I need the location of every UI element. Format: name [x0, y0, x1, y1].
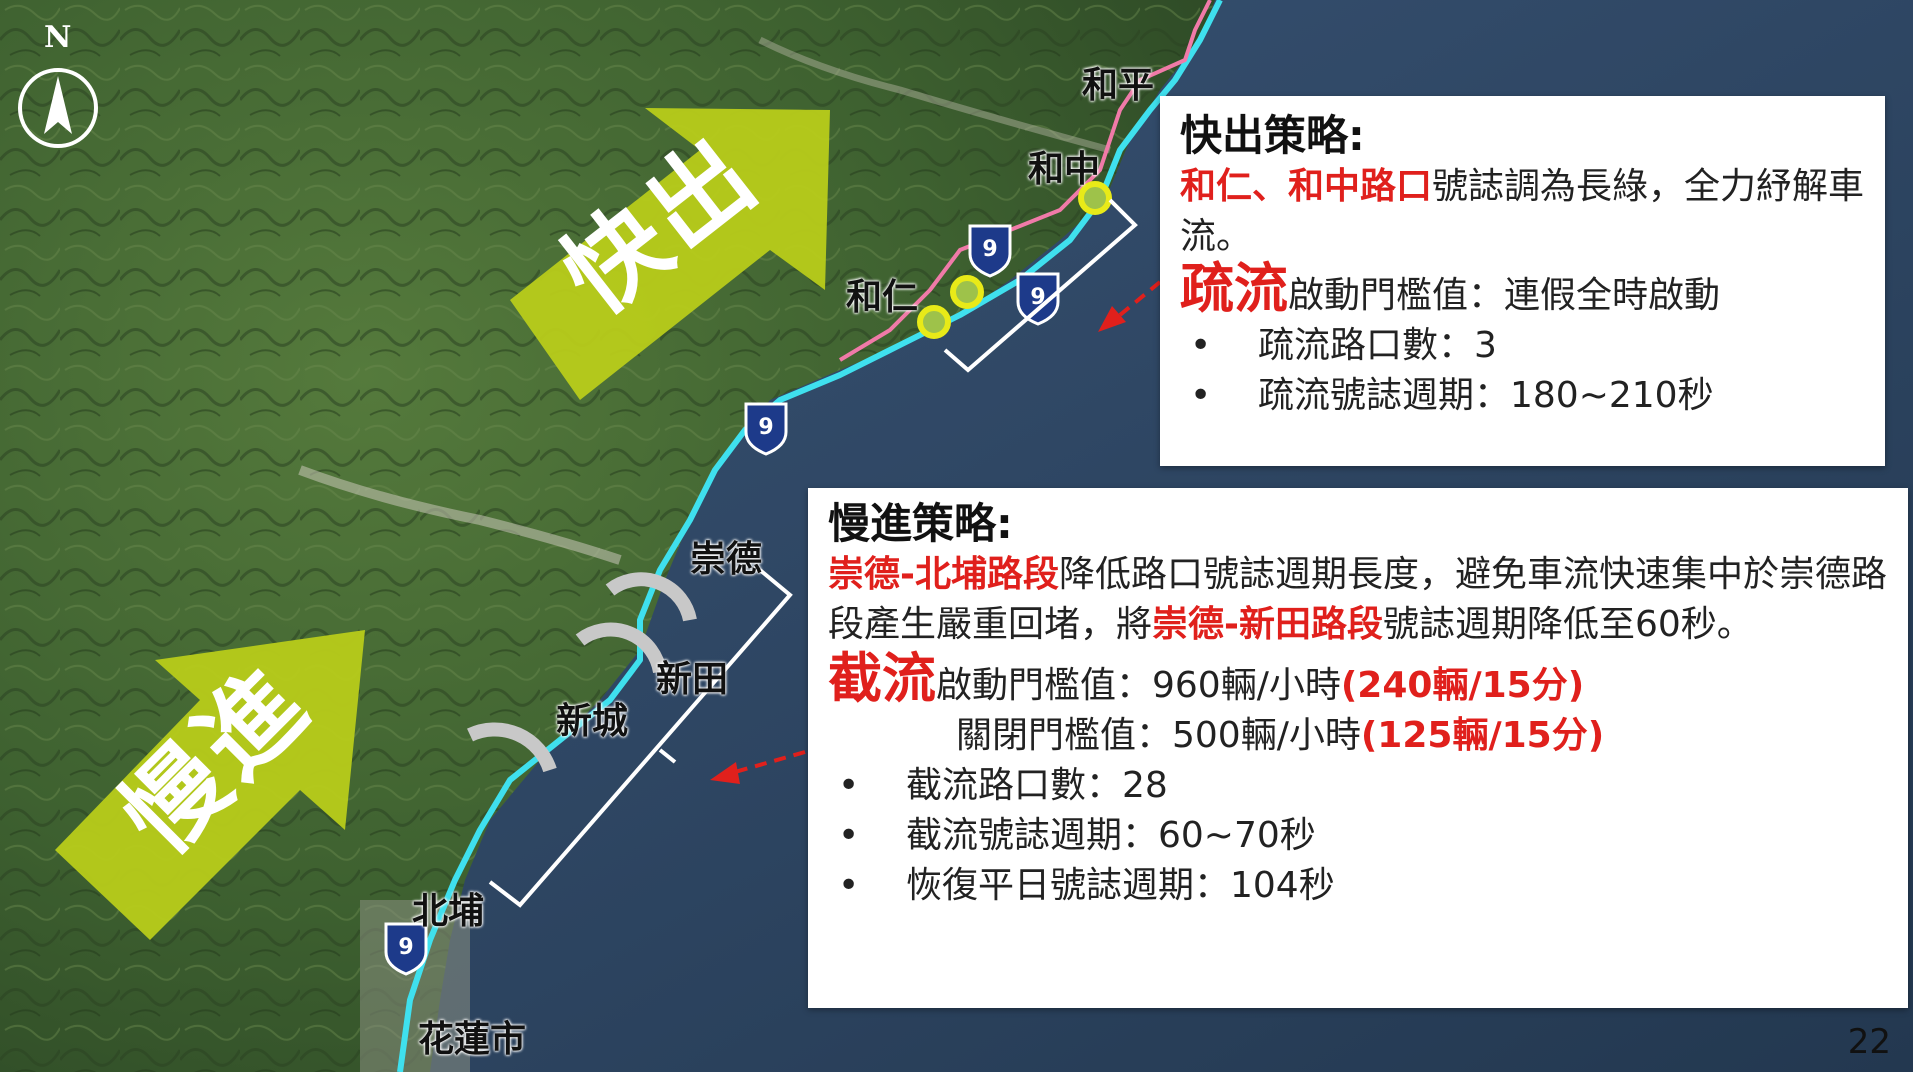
signal-junction-heren-2 — [917, 305, 951, 339]
signal-junction-hezhong — [1078, 181, 1112, 215]
bracket-tick — [658, 748, 677, 764]
signal-junction-heren-1 — [950, 275, 984, 309]
coastal-highway-route — [397, 0, 1223, 1072]
compass-north-label: N — [44, 20, 72, 55]
svg-text:9: 9 — [398, 935, 413, 960]
highway-shield-icon: 9 — [384, 922, 428, 976]
highway-shield-icon: 9 — [968, 224, 1012, 278]
terrain-texture — [0, 0, 1215, 1072]
place-label-heren: 和仁 — [846, 277, 919, 318]
place-label-hezhong: 和中 — [1028, 149, 1101, 190]
place-label-beipu: 北埔 — [412, 891, 485, 932]
dispersal-label: 疏流 — [1180, 257, 1288, 320]
slow-close-threshold-line: 關閉門檻值：500輛/小時(125輛/15分) — [828, 711, 1888, 761]
river-bed — [298, 465, 622, 565]
place-label-xincheng: 新城 — [556, 701, 629, 742]
svg-text:9: 9 — [982, 237, 997, 262]
fast-strategy-highlight: 和仁、和中路口 — [1180, 166, 1433, 207]
slow-start-threshold-line: 截流啟動門檻值：960輛/小時(240輛/15分) — [828, 652, 1888, 711]
svg-text:9: 9 — [758, 415, 773, 440]
fast-out-strategy-panel: 快出策略: 和仁、和中路口號誌調為長綠，全力紓解車流。 疏流啟動門檻值：連假全時… — [1160, 96, 1885, 466]
interception-label: 截流 — [828, 647, 936, 710]
highway-shield-icon: 9 — [744, 402, 788, 456]
fast-threshold-text: 啟動門檻值：連假全時啟動 — [1288, 275, 1721, 316]
place-label-hualien: 花蓮市 — [418, 1019, 527, 1060]
place-label-chongde: 崇德 — [690, 539, 763, 580]
slow-strategy-highlight-1: 崇德-北埔路段 — [828, 554, 1059, 595]
slow-strategy-highlight-2: 崇德-新田路段 — [1152, 604, 1383, 645]
fast-strategy-description: 和仁、和中路口號誌調為長綠，全力紓解車流。 — [1180, 162, 1865, 262]
fast-out-arrow — [510, 108, 830, 400]
page-number: 22 — [1847, 1022, 1891, 1062]
place-label-xintian: 新田 — [656, 659, 729, 700]
throttle-arc-icon — [467, 572, 697, 773]
start-threshold-text: 啟動門檻值：960輛/小時 — [936, 665, 1341, 706]
slow-bullet-item: 截流號誌週期：60~70秒 — [828, 811, 1888, 861]
slow-in-strategy-panel: 慢進策略: 崇德-北埔路段降低路口號誌週期長度，避免車流快速集中於崇德路段產生嚴… — [808, 488, 1908, 1008]
slow-strategy-text-1: 降低路口號誌週期長度，避免車流快速集中於崇德路段產生嚴重回堵，將 — [828, 554, 1887, 645]
slow-bullet-item: 恢復平日號誌週期：104秒 — [828, 861, 1888, 911]
fast-pointer-arrow — [1098, 280, 1162, 332]
close-threshold-per15: (125輛/15分) — [1360, 715, 1605, 756]
start-threshold-per15: (240輛/15分) — [1340, 665, 1585, 706]
slow-strategy-description: 崇德-北埔路段降低路口號誌週期長度，避免車流快速集中於崇德路段產生嚴重回堵，將崇… — [828, 550, 1888, 650]
place-label-heping: 和平 — [1082, 65, 1155, 106]
compass-icon — [18, 68, 98, 148]
slow-in-arrow — [55, 630, 365, 940]
slow-strategy-title: 慢進策略: — [828, 499, 1013, 548]
fast-bullet-item: 疏流號誌週期：180~210秒 — [1180, 371, 1865, 421]
river-bed — [758, 36, 1111, 154]
slow-bullet-item: 截流路口數：28 — [828, 761, 1888, 811]
slow-segment-bracket — [488, 568, 793, 908]
slow-pointer-arrow — [710, 750, 806, 784]
fast-bullet-item: 疏流路口數：3 — [1180, 321, 1865, 371]
slow-strategy-text-2: 號誌週期降低至60秒。 — [1382, 604, 1753, 645]
fast-strategy-title: 快出策略: — [1180, 111, 1365, 160]
fast-threshold-line: 疏流啟動門檻值：連假全時啟動 — [1180, 262, 1865, 321]
fast-strategy-text: 號誌調為長綠，全力紓解車流。 — [1180, 166, 1865, 257]
close-threshold-text: 關閉門檻值：500輛/小時 — [956, 715, 1361, 756]
fast-segment-bracket — [943, 198, 1138, 373]
